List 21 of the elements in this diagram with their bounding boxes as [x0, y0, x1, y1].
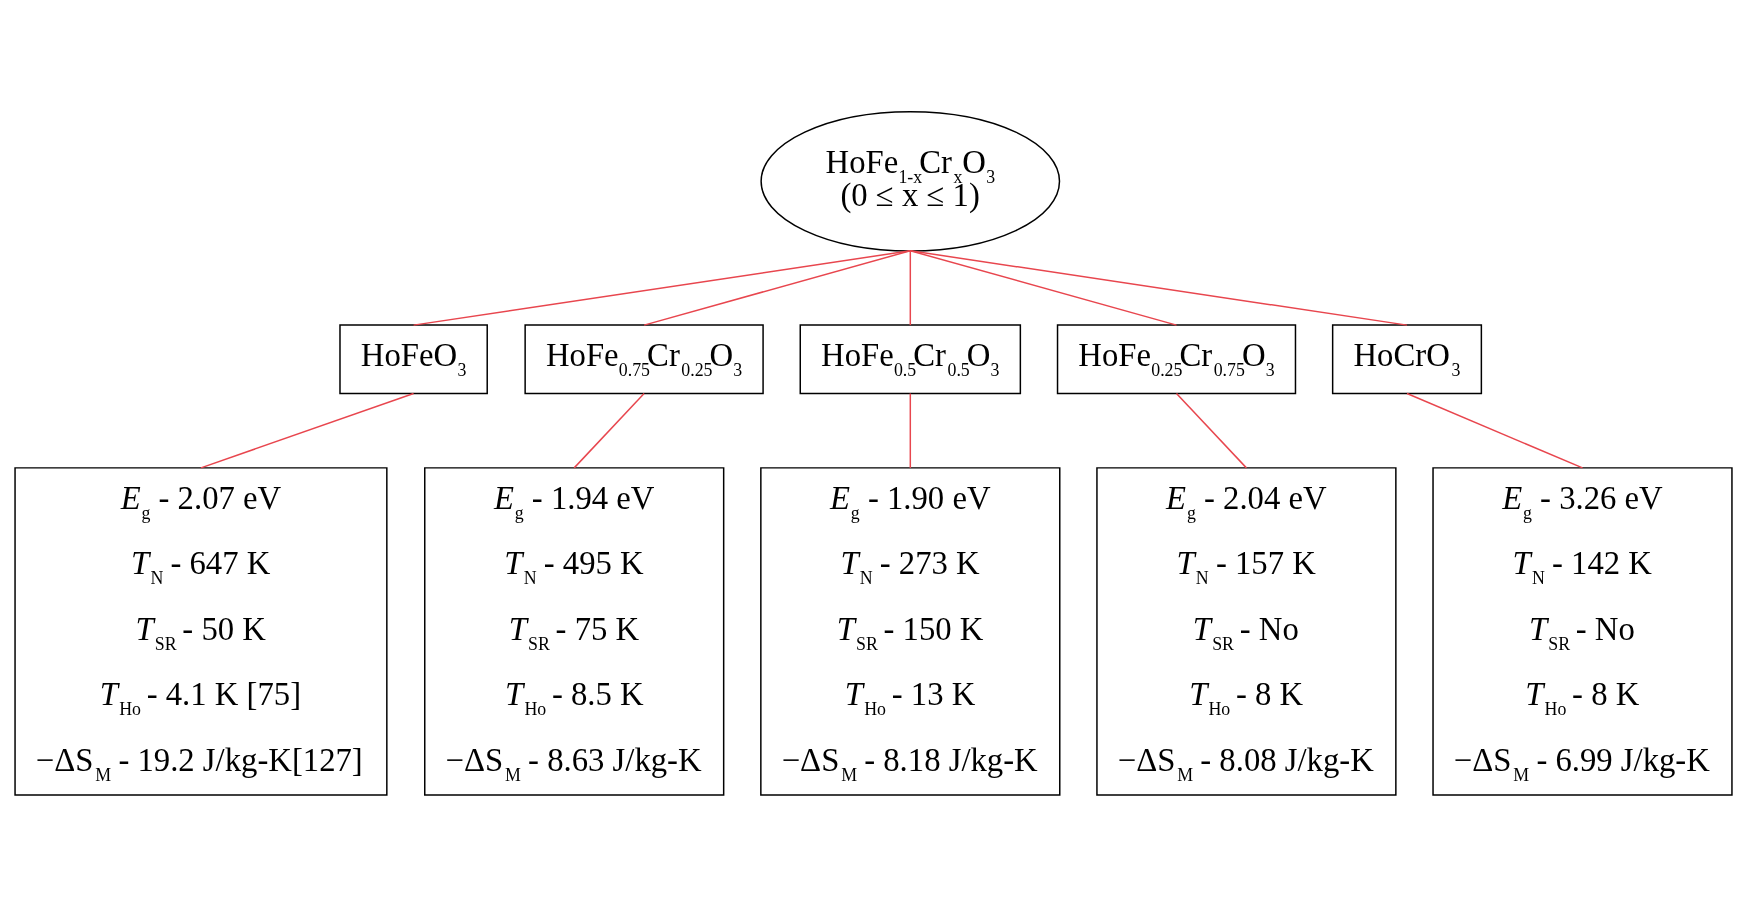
node-box: E$_{g}$ - 2.04 eV T$_{N}$ - 157 K T$_{SR}$ - No T$_{Ho}$ - 8 K −ΔS$_{M}$ - 8.08 J/kg-K: [1096, 466, 1397, 796]
connector: [909, 249, 1178, 326]
connector: [1406, 392, 1584, 469]
node-box: E$_{g}$ - 2.07 eV T$_{N}$ - 647 K T$_{SR}$ - 50 K T$_{Ho}$ - 4.1 K [75] −ΔS$_{M}$ - 19.2 J/kg-K[127]: [14, 466, 388, 796]
connector: [1175, 392, 1248, 469]
connector: [200, 392, 415, 469]
node-box: E$_{g}$ - 1.90 eV T$_{N}$ - 273 K T$_{SR}$ - 150 K T$_{Ho}$ - 13 K −ΔS$_{M}$ - 8.18 J/kg-K: [760, 466, 1061, 796]
connector: [909, 392, 912, 469]
node-box: HoFeO$_{3}$: [339, 323, 488, 394]
node-box: HoFe$_{0.5}$Cr$_{0.5}$O$_{3}$: [799, 323, 1022, 394]
node-box: HoFe$_{0.75}$Cr$_{0.25}$O$_{3}$: [524, 323, 764, 394]
node-box: E$_{g}$ - 3.26 eV T$_{N}$ - 142 K T$_{SR}$ - No T$_{Ho}$ - 8 K −ΔS$_{M}$ - 6.99 J/kg-K: [1432, 466, 1733, 796]
node-box: HoFe$_{0.25}$Cr$_{0.75}$O$_{3}$: [1056, 323, 1297, 394]
node-box: HoCrO$_{3}$: [1331, 323, 1483, 394]
connector: [573, 392, 645, 469]
node-box: E$_{g}$ - 1.94 eV T$_{N}$ - 495 K T$_{SR}$ - 75 K T$_{Ho}$ - 8.5 K −ΔS$_{M}$ - 8.63 J/kg-K: [424, 466, 725, 796]
node-ellipse: HoFe$_{1-x}$Cr$_{x}$O$_{3}$ (0 ≤ x ≤ 1): [760, 110, 1061, 252]
connector: [909, 249, 912, 326]
connector: [643, 249, 912, 326]
connector: [909, 249, 1408, 326]
connector: [412, 249, 912, 326]
